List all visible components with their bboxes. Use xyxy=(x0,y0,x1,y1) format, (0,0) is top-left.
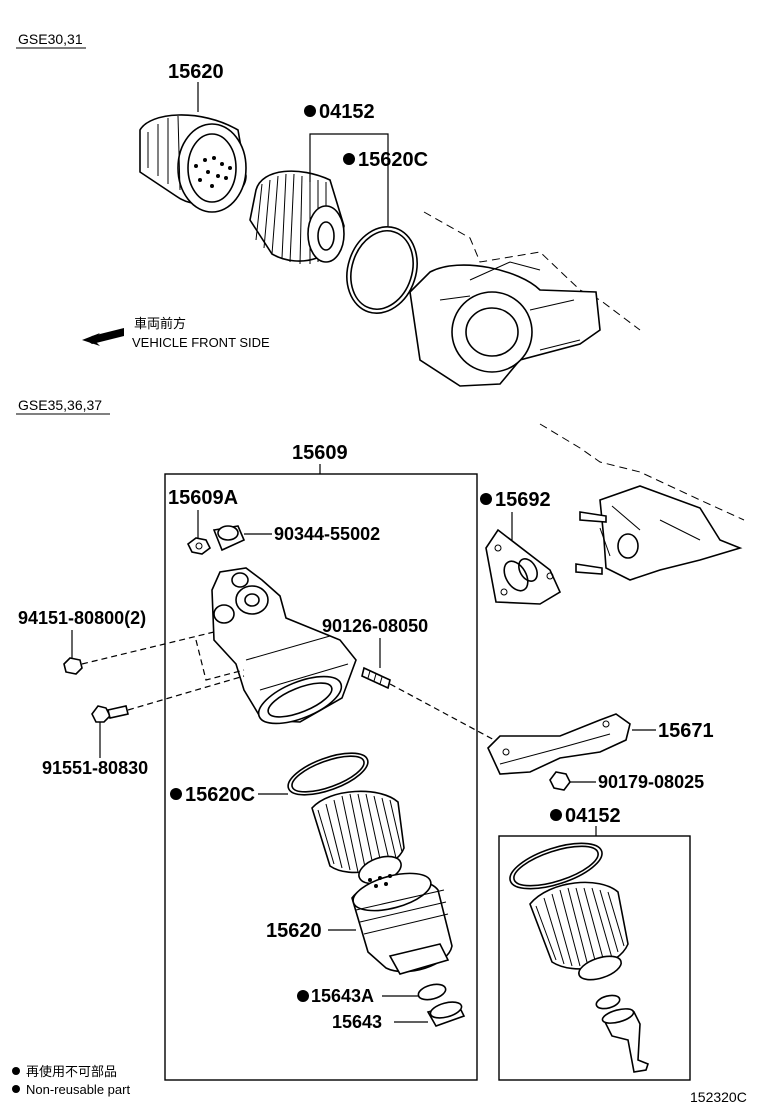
dashed-path-94151-b xyxy=(195,639,245,681)
part-number-15620-upper: 15620 xyxy=(168,61,224,83)
oil-filter-element-lower xyxy=(311,790,405,885)
o-ring-upper xyxy=(346,226,418,314)
part-number-91551: 91551-80830 xyxy=(42,758,148,778)
part-number-04152-upper: 04152 xyxy=(319,101,375,123)
oil-filter-cap-upper xyxy=(139,114,247,213)
part-number-15643: 15643 xyxy=(332,1012,382,1032)
o-ring-kit-small xyxy=(595,994,621,1010)
oil-filter-housing-15609 xyxy=(211,567,357,725)
nonreusable-dot-04152-upper xyxy=(304,105,316,117)
oil-filter-element-upper xyxy=(249,170,345,265)
section-label-upper: GSE30,31 xyxy=(18,31,83,47)
engine-housing-upper xyxy=(409,211,641,387)
nonreusable-dot-15620c-upper xyxy=(343,153,355,165)
dashed-path-91551 xyxy=(127,675,245,711)
part-number-15620c-upper: 15620C xyxy=(358,149,428,171)
bracket-15671 xyxy=(487,713,631,775)
part-number-15692: 15692 xyxy=(495,489,551,511)
nonreusable-dot-04152-lower xyxy=(550,809,562,821)
nut-90179 xyxy=(549,771,571,791)
o-ring-lower-inner xyxy=(291,755,365,793)
part-number-15643a: 15643A xyxy=(311,986,374,1006)
part-number-90126: 90126-08050 xyxy=(322,616,428,636)
nonreusable-dot-15643a xyxy=(297,990,309,1002)
part-number-04152-lower: 04152 xyxy=(565,805,621,827)
dashed-path-94151-a xyxy=(81,631,215,665)
part-number-15609: 15609 xyxy=(292,442,348,464)
bolt-91551 xyxy=(91,705,129,723)
nonreusable-dot-15620c-lower xyxy=(170,788,182,800)
front-direction-arrow xyxy=(82,328,124,346)
part-number-90179: 90179-08025 xyxy=(598,772,704,792)
bracket-04152-upper xyxy=(309,133,389,226)
o-ring-kit xyxy=(509,842,603,890)
part-number-15620-lower: 15620 xyxy=(266,920,322,942)
oil-filter-cap-lower xyxy=(351,872,453,975)
legend-jp: 再使用不可部品 xyxy=(26,1064,117,1079)
direction-label-en: VEHICLE FRONT SIDE xyxy=(132,335,270,350)
figure-id: 152320C xyxy=(690,1089,747,1105)
o-ring-lower xyxy=(287,752,369,796)
section-label-lower: GSE35,36,37 xyxy=(18,397,102,413)
part-number-15671: 15671 xyxy=(658,720,714,742)
legend-dot-1 xyxy=(12,1067,20,1075)
assembly-15609-box xyxy=(164,473,478,1081)
o-ring-kit-inner xyxy=(513,845,599,887)
dashed-path-90126 xyxy=(389,683,499,743)
o-ring-15643a xyxy=(417,983,447,1001)
direction-label-jp: 車両前方 xyxy=(134,316,186,331)
legend-dot-2 xyxy=(12,1085,20,1093)
drain-plug-15643 xyxy=(426,1001,466,1027)
part-number-15609a: 15609A xyxy=(168,487,238,509)
drain-pipe-kit xyxy=(601,1008,649,1073)
stud-90126 xyxy=(361,666,391,690)
part-number-90344: 90344-55002 xyxy=(274,524,380,544)
plug-15609a xyxy=(186,537,212,555)
element-kit-04152-box xyxy=(498,835,691,1081)
engine-block-lower xyxy=(539,423,745,581)
oil-filter-element-kit xyxy=(529,881,629,981)
legend-en: Non-reusable part xyxy=(26,1082,130,1097)
part-number-94151: 94151-80800(2) xyxy=(18,608,146,628)
part-number-15620c-lower: 15620C xyxy=(185,784,255,806)
bolt-94151 xyxy=(63,657,83,675)
nonreusable-dot-15692 xyxy=(480,493,492,505)
plug-90344 xyxy=(212,525,246,552)
gasket-15692 xyxy=(485,528,562,605)
o-ring-upper-inner xyxy=(350,230,414,310)
